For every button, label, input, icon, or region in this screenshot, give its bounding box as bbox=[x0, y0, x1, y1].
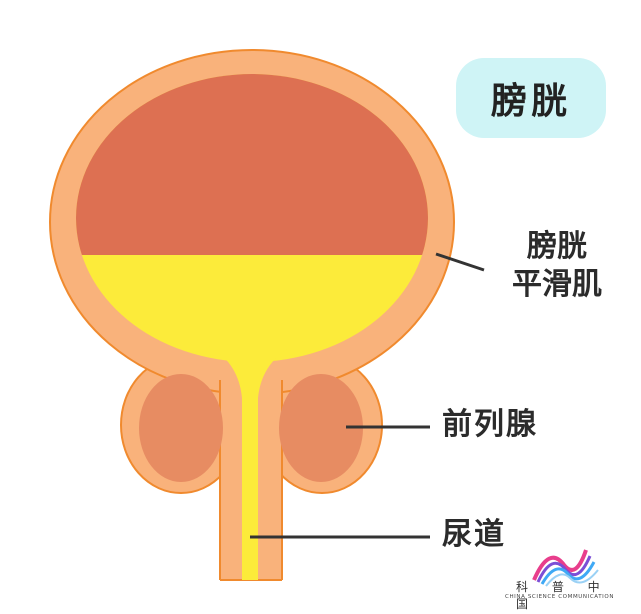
label-prostate: 前列腺 bbox=[442, 407, 538, 442]
label-muscle-line2: 平滑肌 bbox=[512, 267, 602, 302]
science-logo-icon bbox=[532, 549, 599, 587]
prostate-left-inner bbox=[139, 374, 223, 482]
label-muscle-line1: 膀胱 bbox=[527, 229, 587, 264]
muscle-leader-line bbox=[435, 252, 485, 272]
logo-name: 科 普 中 国 bbox=[516, 580, 610, 611]
title-text: 膀胱 bbox=[490, 81, 571, 122]
title-badge: 膀胱 bbox=[456, 58, 606, 138]
logo-subtitle: CHINA SCIENCE COMMUNICATION bbox=[505, 594, 615, 600]
prostate-right-inner bbox=[279, 374, 363, 482]
label-urethra: 尿道 bbox=[442, 517, 506, 552]
label-bladder-smooth-muscle: 膀胱 平滑肌 bbox=[492, 228, 622, 304]
